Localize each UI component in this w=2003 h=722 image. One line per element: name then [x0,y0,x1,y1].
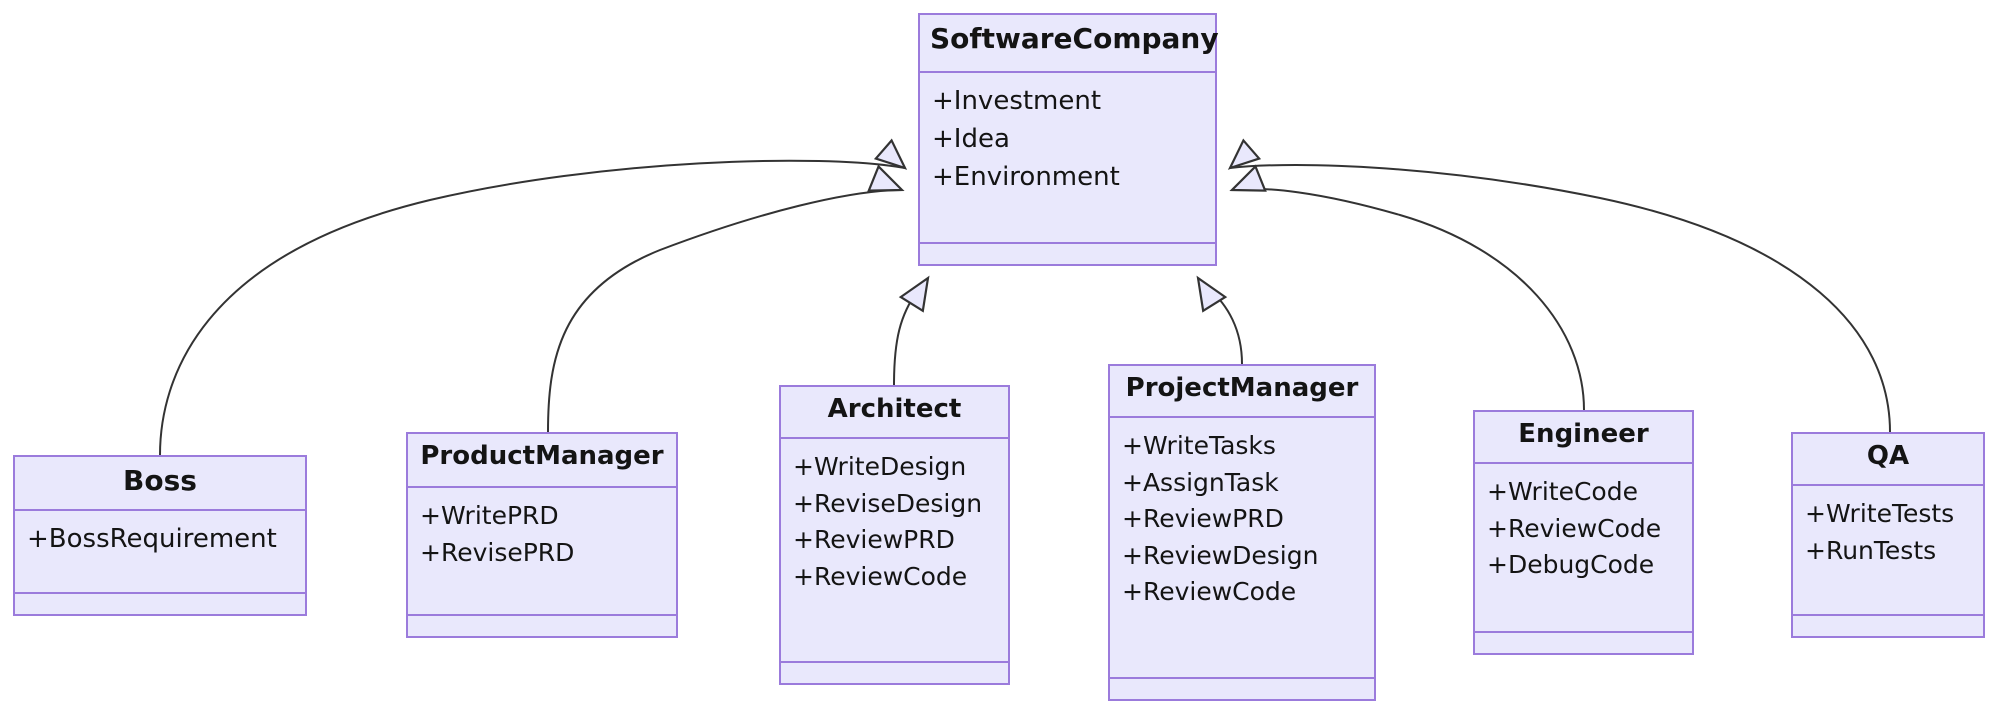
class-attribute: +RevisePRD [420,537,575,567]
class-attribute: +AssignTask [1122,467,1279,497]
generalization-arrowhead-icon [1196,275,1228,313]
class-attribute: +Idea [932,123,1010,154]
class-name-project-manager: ProjectManager [1110,366,1374,418]
class-methods-product-manager [408,616,676,636]
class-box-architect[interactable]: Architect +WriteDesign +ReviseDesign +Re… [779,385,1010,685]
class-attribute: +ReviewCode [793,561,968,591]
class-attributes-boss: +BossRequirement [15,511,305,594]
class-attribute: +Environment [932,161,1120,192]
class-attribute: +ReviewDesign [1122,540,1319,570]
generalization-arrowhead-icon [1229,164,1267,192]
class-attributes-product-manager: +WritePRD +RevisePRD [408,488,676,616]
class-methods-boss [15,594,305,614]
generalization-arrowhead-icon [867,164,905,192]
class-attribute: +WriteTests [1805,499,1955,528]
class-attribute: +RunTests [1805,535,1937,565]
class-name-qa: QA [1793,434,1983,486]
generalization-edge [893,289,919,386]
class-box-project-manager[interactable]: ProjectManager +WriteTasks +AssignTask +… [1108,364,1376,701]
class-attributes-engineer: +WriteCode +ReviewCode +DebugCode [1475,464,1692,633]
class-attribute: +Investment [932,86,1102,116]
class-attribute: +DebugCode [1487,550,1655,579]
class-attribute: +WriteCode [1487,477,1638,506]
class-attributes-software-company: +Investment +Idea +Environment [920,73,1215,244]
class-box-engineer[interactable]: Engineer +WriteCode +ReviewCode +DebugCo… [1473,410,1694,655]
class-attribute: +WriteDesign [793,452,967,481]
class-name-engineer: Engineer [1475,412,1692,464]
generalization-arrowhead-icon [873,138,908,170]
class-name-boss: Boss [15,457,305,511]
class-attribute: +BossRequirement [27,524,277,554]
generalization-arrowhead-icon [898,275,930,313]
class-box-qa[interactable]: QA +WriteTests +RunTests [1791,432,1985,638]
class-attributes-architect: +WriteDesign +ReviseDesign +ReviewPRD +R… [781,439,1008,663]
class-methods-engineer [1475,633,1692,653]
generalization-edge [1207,287,1243,365]
class-attribute: +ReviewPRD [1122,504,1284,533]
class-box-product-manager[interactable]: ProductManager +WritePRD +RevisePRD [406,432,678,638]
class-name-product-manager: ProductManager [408,434,676,488]
class-attribute: +ReviewPRD [793,525,955,554]
class-attribute: +WritePRD [420,501,559,530]
class-name-architect: Architect [781,387,1008,439]
class-attribute: +WriteTasks [1122,431,1276,460]
class-methods-project-manager [1110,679,1374,699]
class-methods-qa [1793,616,1983,636]
class-attributes-project-manager: +WriteTasks +AssignTask +ReviewPRD +Revi… [1110,418,1374,679]
class-attribute: +ReviewCode [1122,577,1297,606]
class-attributes-qa: +WriteTests +RunTests [1793,486,1983,616]
class-attribute: +ReviewCode [1487,513,1662,543]
class-methods-architect [781,663,1008,683]
class-name-software-company: SoftwareCompany [920,15,1219,73]
class-box-boss[interactable]: Boss +BossRequirement [13,455,307,616]
generalization-arrowhead-icon [1227,138,1262,170]
class-methods-software-company [920,244,1215,264]
class-box-software-company[interactable]: SoftwareCompany +Investment +Idea +Envir… [918,13,1219,266]
class-attribute: +ReviseDesign [793,488,983,518]
